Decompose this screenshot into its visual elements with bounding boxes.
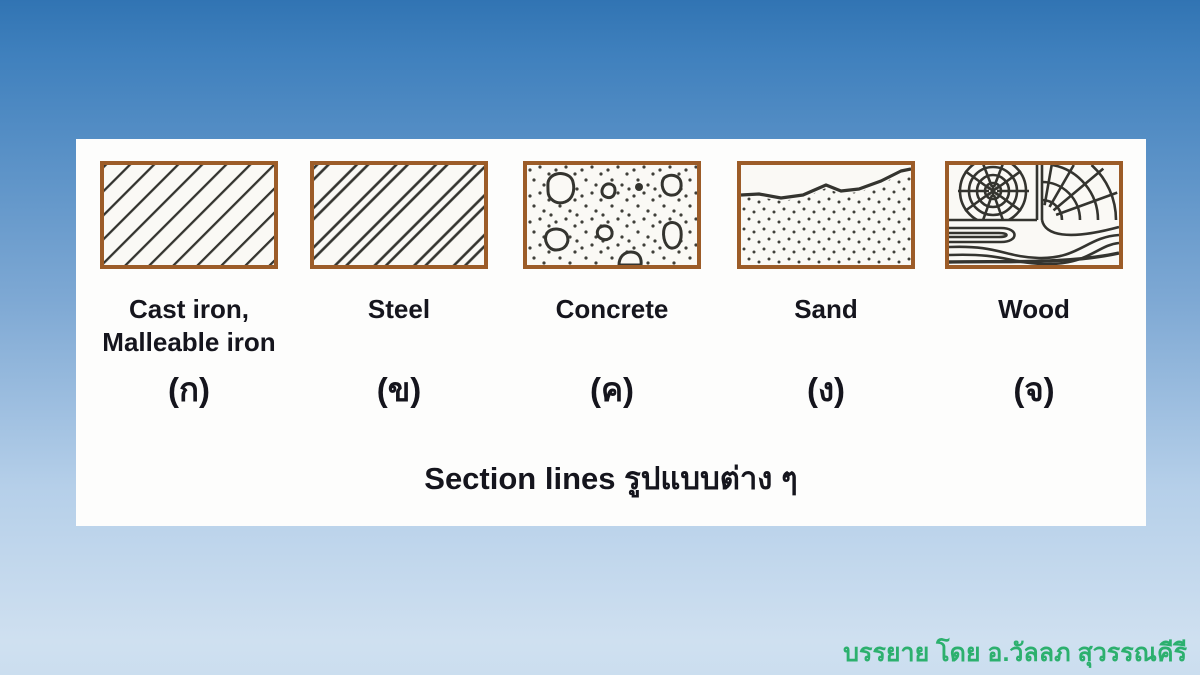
wood-swatch [945, 161, 1123, 269]
material-column-steel: Steel (ข) [289, 161, 509, 410]
figure-caption: Section lines รูปแบบต่าง ๆ [424, 461, 798, 496]
material-label: Sand [794, 294, 858, 324]
material-label: Cast iron, Malleable iron [102, 294, 276, 357]
concrete-swatch [523, 161, 701, 269]
material-thai-letter: (จ) [1013, 371, 1055, 408]
material-label: Steel [367, 294, 431, 324]
aggregate-stipple-pattern-icon [527, 165, 697, 265]
sand-swatch [737, 161, 915, 269]
steel-swatch [310, 161, 488, 269]
paired-diagonal-hatch-pattern-icon [314, 165, 484, 265]
material-label: Wood [998, 294, 1070, 324]
material-column-concrete: Concrete (ค) [502, 161, 722, 410]
figure-panel: Cast iron, Malleable iron (ก) Steel (ข) [76, 139, 1146, 526]
material-column-sand: Sand (ง) [716, 161, 936, 410]
material-thai-letter: (ค) [589, 371, 635, 408]
material-column-wood: Wood (จ) [924, 161, 1144, 410]
diagonal-hatch-pattern-icon [104, 165, 274, 265]
wood-grain-pattern-icon [949, 165, 1119, 265]
cast-iron-swatch [100, 161, 278, 269]
stipple-surface-pattern-icon [741, 167, 911, 265]
material-thai-letter: (ข) [376, 371, 422, 408]
material-thai-letter: (ง) [806, 371, 846, 408]
lecturer-credit: บรรยาย โดย อ.วัลลภ สุวรรณคีรี [843, 639, 1187, 667]
material-label: Concrete [555, 294, 669, 324]
material-thai-letter: (ก) [168, 371, 210, 408]
material-column-cast-iron: Cast iron, Malleable iron (ก) [79, 161, 299, 410]
